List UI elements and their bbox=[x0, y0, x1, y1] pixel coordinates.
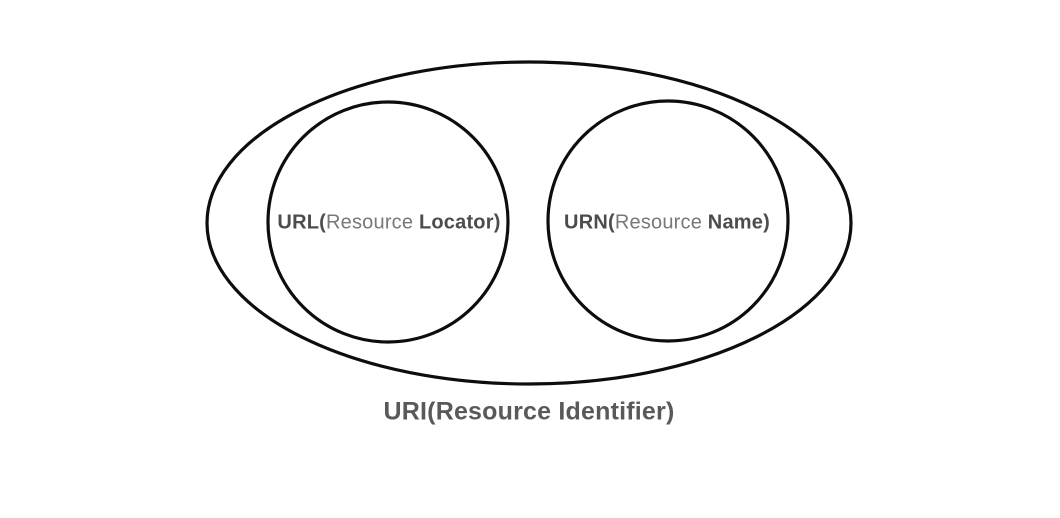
urn-label-bold-end: Name) bbox=[707, 211, 770, 234]
diagram-title: URI(Resource Identifier) bbox=[383, 397, 675, 426]
urn-label-regular-part: Resource bbox=[614, 211, 708, 234]
url-label-acronym: URL( bbox=[277, 211, 327, 234]
urn-label-acronym: URN( bbox=[564, 211, 615, 234]
urn-label: URN(Resource Name) bbox=[564, 212, 770, 235]
url-label-regular-part: Resource bbox=[326, 211, 419, 234]
url-label: URL(Resource Locator) bbox=[277, 212, 500, 235]
uri-outer-ellipse bbox=[205, 60, 853, 386]
url-label-bold-end: Locator) bbox=[418, 211, 501, 234]
urn-circle bbox=[546, 99, 790, 343]
url-circle bbox=[266, 100, 510, 344]
